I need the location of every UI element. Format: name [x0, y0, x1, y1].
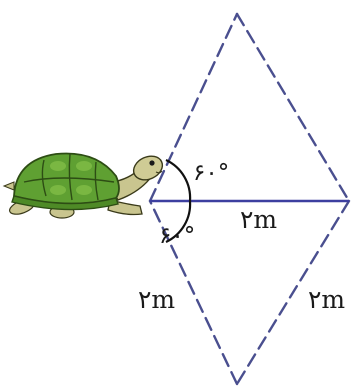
- edge-upper-left: [148, 12, 239, 203]
- angle-arc-upper: [165, 159, 192, 202]
- turtle-icon: [2, 152, 164, 219]
- angle-label-upper: ۶۰°: [193, 160, 229, 186]
- side-label-lower-left: ۲m: [138, 285, 175, 314]
- edge-upper-right: [235, 12, 351, 203]
- edge-lower-left: [148, 199, 239, 386]
- side-label-lower-right: ۲m: [308, 285, 345, 314]
- angle-arc-lower: [165, 200, 192, 243]
- edge-lower-right: [235, 199, 351, 386]
- side-label-center: ۲m: [240, 205, 277, 234]
- angle-label-lower: ۶۰°: [159, 223, 195, 249]
